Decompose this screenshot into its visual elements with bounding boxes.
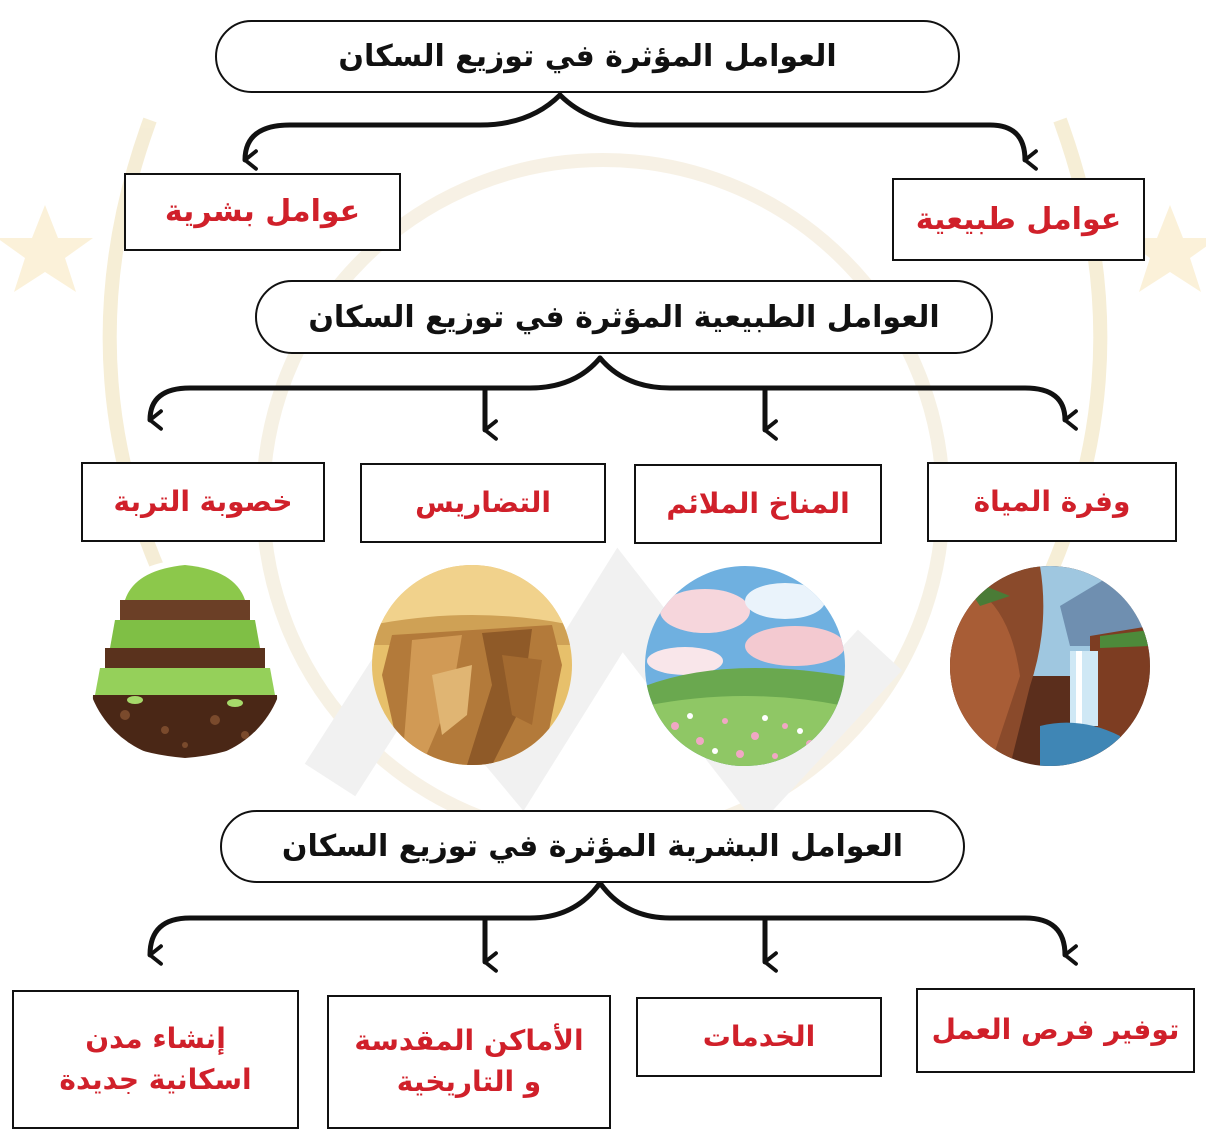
cliff-icon xyxy=(372,565,572,765)
human-item-services: الخدمات xyxy=(636,997,882,1077)
soil-layers-icon xyxy=(85,560,285,760)
natural-item-soil: خصوبة التربة xyxy=(81,462,325,542)
human-item-services-label: الخدمات xyxy=(702,1019,816,1053)
natural-item-climate: المناخ الملائم xyxy=(634,464,882,544)
main-title: العوامل المؤثرة في توزيع السكان xyxy=(338,39,837,74)
natural-item-soil-label: خصوبة التربة xyxy=(113,484,293,518)
human-item-holy-places: الأماكن المقدسة و التاريخية xyxy=(327,995,611,1129)
human-factors-box: عوامل بشرية xyxy=(124,173,401,251)
human-title-pill: العوامل البشرية المؤثرة في توزيع السكان xyxy=(220,810,965,883)
human-item-jobs-label: توفير فرص العمل xyxy=(931,1013,1180,1047)
natural-item-terrain: التضاريس xyxy=(360,463,606,543)
natural-item-climate-label: المناخ الملائم xyxy=(666,486,850,520)
human-title: العوامل البشرية المؤثرة في توزيع السكان xyxy=(281,829,904,864)
main-title-pill: العوامل المؤثرة في توزيع السكان xyxy=(215,20,960,93)
human-item-jobs: توفير فرص العمل xyxy=(916,988,1195,1073)
natural-item-terrain-label: التضاريس xyxy=(415,485,551,519)
natural-item-water: وفرة المياة xyxy=(927,462,1177,542)
natural-title-pill: العوامل الطبيعية المؤثرة في توزيع السكان xyxy=(255,280,993,354)
natural-title: العوامل الطبيعية المؤثرة في توزيع السكان xyxy=(308,299,940,335)
human-item-new-cities-label: إنشاء مدن اسكانية جديدة xyxy=(59,1021,252,1096)
waterfall-icon xyxy=(950,566,1150,766)
natural-item-water-label: وفرة المياة xyxy=(973,484,1131,518)
human-item-new-cities: إنشاء مدن اسكانية جديدة xyxy=(12,990,299,1129)
meadow-icon xyxy=(645,566,845,766)
human-item-holy-places-label: الأماكن المقدسة و التاريخية xyxy=(354,1024,584,1098)
natural-factors-label: عوامل طبيعية xyxy=(915,201,1122,237)
human-factors-label: عوامل بشرية xyxy=(164,194,361,230)
natural-factors-box: عوامل طبيعية xyxy=(892,178,1145,261)
